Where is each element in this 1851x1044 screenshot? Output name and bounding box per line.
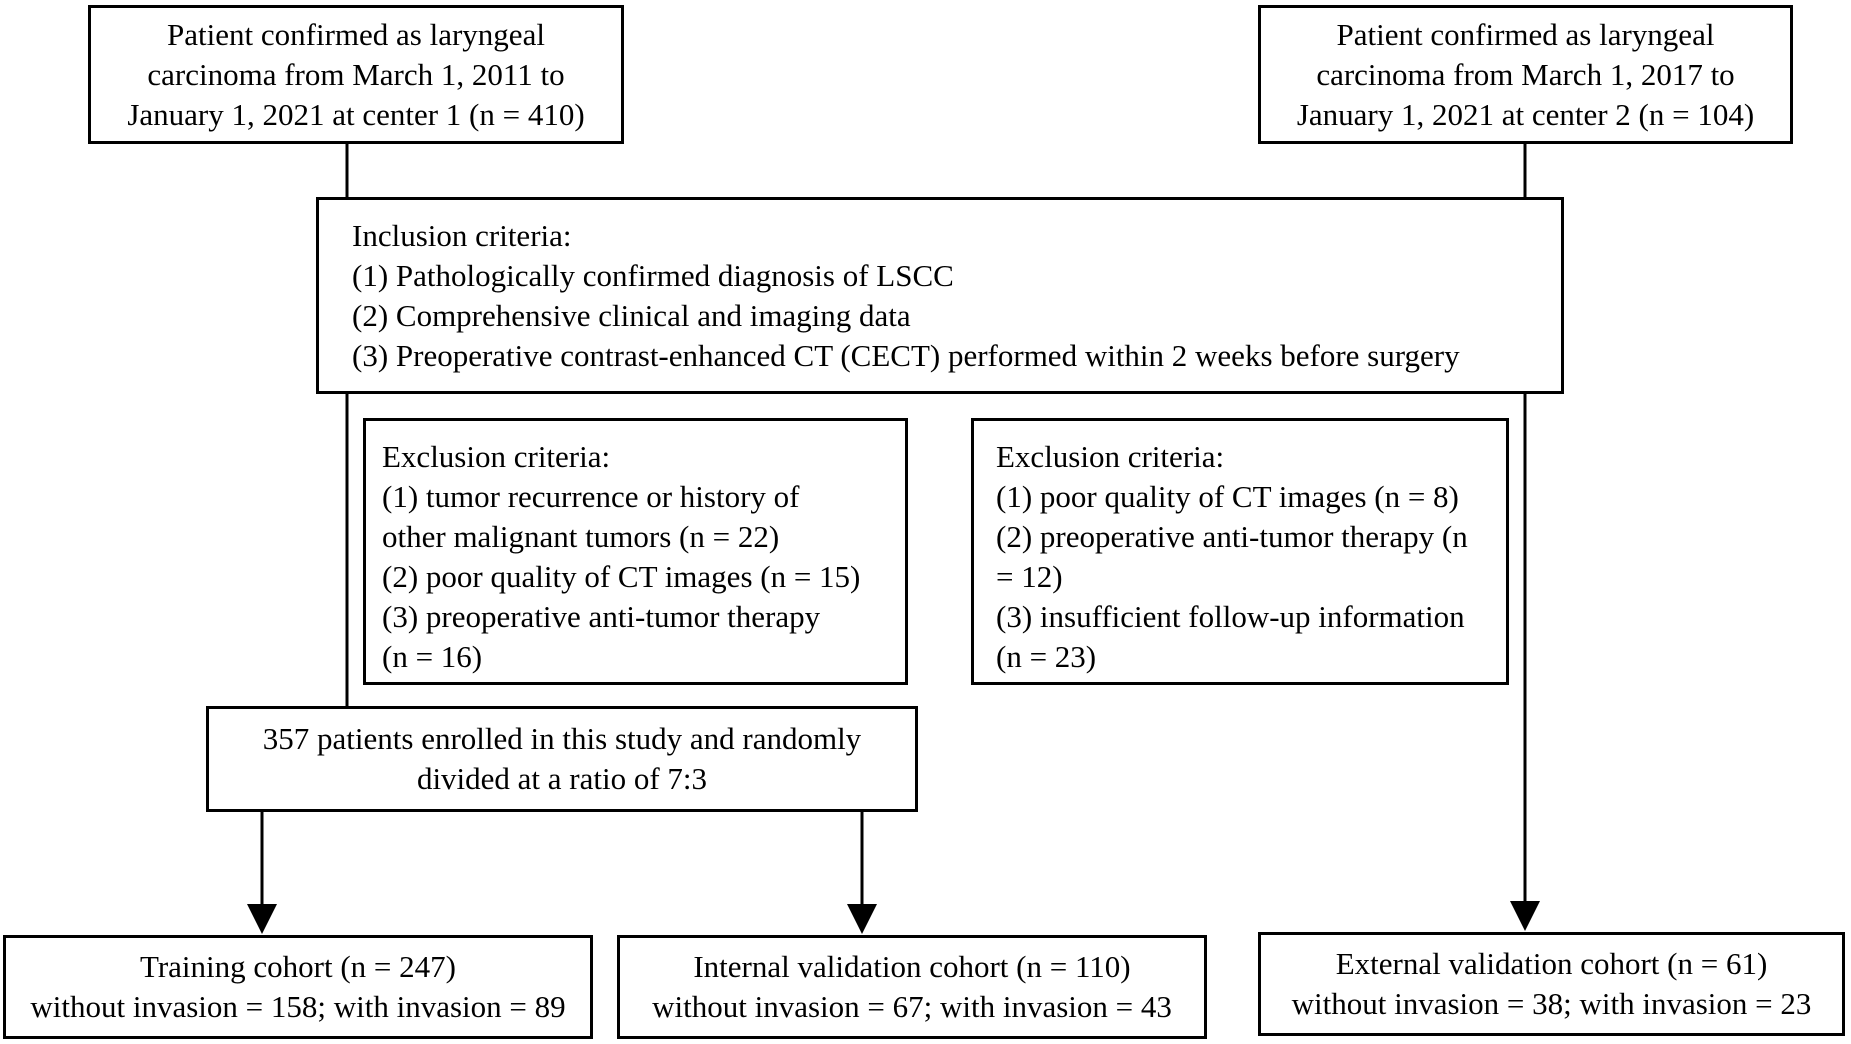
external-validation-cohort-box: External validation cohort (n = 61) with… (1258, 932, 1845, 1036)
center2-source-line: January 1, 2021 at center 2 (n = 104) (1296, 96, 1755, 132)
center2-source-box: Patient confirmed as laryngeal carcinoma… (1258, 5, 1793, 144)
training-cohort-line: Training cohort (n = 247) (140, 949, 456, 984)
exclusion-criteria-line: (2) poor quality of CT images (n = 15) (382, 559, 861, 594)
center1-source-box: Patient confirmed as laryngeal carcinoma… (88, 5, 624, 144)
external-validation-cohort-line: External validation cohort (n = 61) (1335, 946, 1768, 981)
exclusion-criteria-line: (n = 16) (382, 639, 483, 674)
inclusion-criteria-box: Inclusion criteria: (1) Pathologically c… (316, 197, 1564, 394)
exclusion-criteria-center2-box: Exclusion criteria: (1) poor quality of … (971, 418, 1509, 685)
exclusion-criteria-line: (2) preoperative anti-tumor therapy (n (996, 519, 1468, 554)
exclusion-criteria-title: Exclusion criteria: (996, 439, 1225, 474)
exclusion-criteria-line: (1) tumor recurrence or history of (382, 479, 800, 514)
training-cohort-line: without invasion = 158; with invasion = … (30, 989, 566, 1024)
enrolled-patients-box: 357 patients enrolled in this study and … (206, 706, 918, 812)
exclusion-criteria-line: = 12) (996, 559, 1063, 594)
exclusion-criteria-title: Exclusion criteria: (382, 439, 611, 474)
internal-validation-cohort-line: Internal validation cohort (n = 110) (693, 949, 1131, 984)
internal-validation-cohort-box: Internal validation cohort (n = 110) wit… (617, 935, 1207, 1039)
center1-source-line: Patient confirmed as laryngeal (167, 16, 545, 52)
exclusion-criteria-line: (3) insufficient follow-up information (996, 599, 1465, 634)
training-cohort-box: Training cohort (n = 247) without invasi… (3, 935, 593, 1039)
external-validation-cohort-line: without invasion = 38; with invasion = 2… (1291, 986, 1812, 1021)
inclusion-criteria-title: Inclusion criteria: (352, 218, 572, 253)
center1-source-line: January 1, 2021 at center 1 (n = 410) (127, 96, 585, 132)
exclusion-criteria-line: (n = 23) (996, 639, 1097, 674)
enrolled-patients-line: divided at a ratio of 7:3 (416, 761, 708, 796)
exclusion-criteria-center1-box: Exclusion criteria: (1) tumor recurrence… (363, 418, 908, 685)
inclusion-criteria-item: (1) Pathologically confirmed diagnosis o… (352, 258, 954, 293)
center2-source-line: carcinoma from March 1, 2017 to (1316, 56, 1735, 92)
exclusion-criteria-line: (3) preoperative anti-tumor therapy (382, 599, 821, 634)
inclusion-criteria-item: (3) Preoperative contrast-enhanced CT (C… (352, 338, 1460, 373)
enrolled-patients-line: 357 patients enrolled in this study and … (262, 721, 862, 756)
center1-source-line: carcinoma from March 1, 2011 to (147, 56, 565, 92)
center2-source-line: Patient confirmed as laryngeal (1336, 16, 1715, 52)
exclusion-criteria-line: (1) poor quality of CT images (n = 8) (996, 479, 1459, 514)
exclusion-criteria-line: other malignant tumors (n = 22) (382, 519, 780, 554)
internal-validation-cohort-line: without invasion = 67; with invasion = 4… (652, 989, 1172, 1024)
inclusion-criteria-item: (2) Comprehensive clinical and imaging d… (352, 298, 911, 333)
